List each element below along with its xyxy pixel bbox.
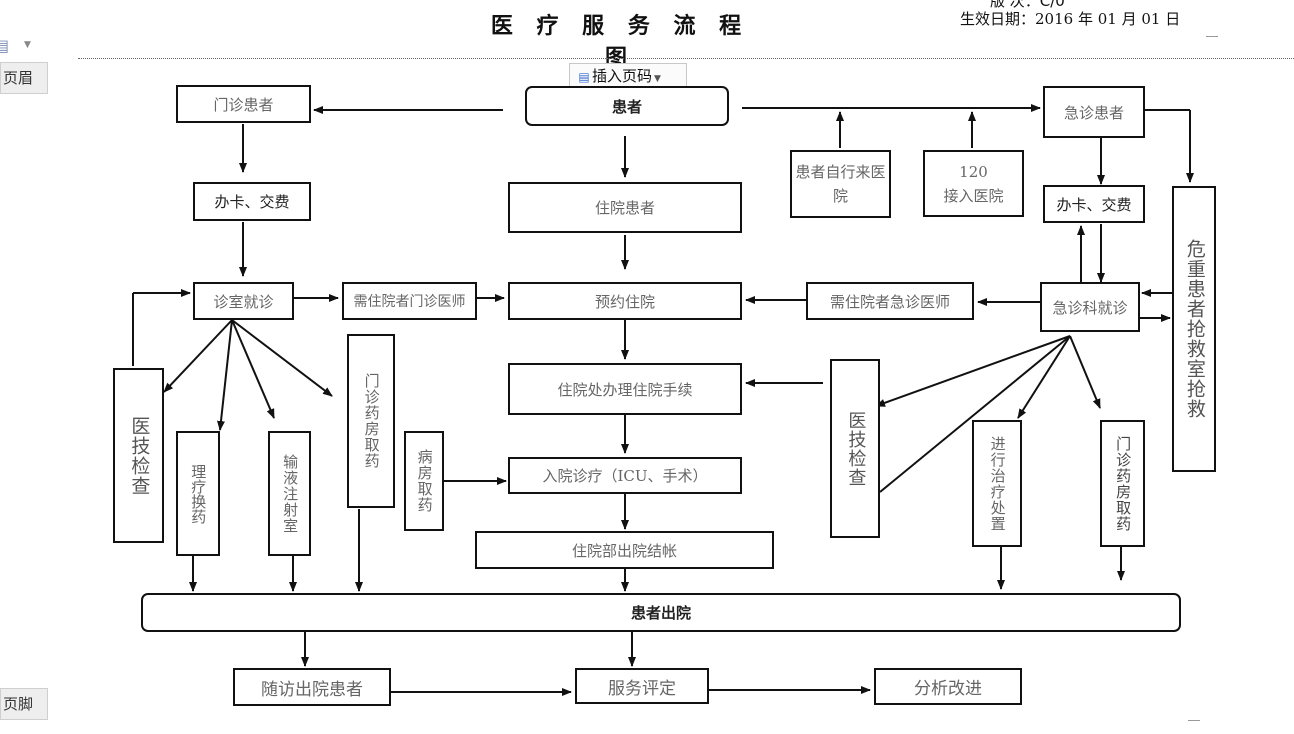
- arrow: [1017, 335, 1071, 419]
- arrow: [1069, 335, 1101, 409]
- chevron-down-icon: ▼: [654, 74, 661, 84]
- node-er-visit[interactable]: 急诊科就诊: [1040, 282, 1140, 332]
- arrow: [163, 319, 233, 393]
- node-treatment[interactable]: 进行治疗处置: [972, 420, 1022, 547]
- node-service-eval[interactable]: 服务评定: [575, 668, 709, 704]
- node-critical-rescue[interactable]: 危重患者抢救室抢救: [1172, 186, 1216, 472]
- node-infusion[interactable]: 输液注射室: [268, 431, 311, 556]
- node-physio[interactable]: 理疗换药: [176, 431, 220, 556]
- header-divider: [78, 58, 1294, 59]
- footer-tag[interactable]: 页脚: [0, 688, 48, 720]
- node-ward-pharmacy[interactable]: 病房取药: [404, 431, 444, 531]
- node-outpatient-pharmacy-right[interactable]: 门诊药房取药: [1100, 420, 1145, 547]
- node-emergency-patient[interactable]: 急诊患者: [1043, 86, 1145, 138]
- node-self-visit[interactable]: 患者自行来医院: [790, 150, 891, 218]
- node-medtech-right[interactable]: 医技检查: [830, 359, 880, 538]
- version-line: 版 次：C/0: [990, 0, 1065, 10]
- header-tag[interactable]: 页眉: [0, 62, 48, 94]
- node-er-doctor[interactable]: 需住院者急诊医师: [806, 282, 974, 320]
- node-discharge[interactable]: 患者出院: [141, 593, 1181, 632]
- insert-page-number-label: 插入页码: [592, 67, 653, 85]
- node-card-fee-right[interactable]: 办卡、交费: [1043, 185, 1145, 223]
- node-discharge-billing[interactable]: 住院部出院结帐: [475, 531, 774, 569]
- margin-mark: [1206, 36, 1218, 37]
- node-admission-office[interactable]: 住院处办理住院手续: [508, 363, 742, 415]
- node-outpatient-pharmacy-left[interactable]: 门诊药房取药: [347, 334, 395, 508]
- node-follow-up[interactable]: 随访出院患者: [233, 668, 391, 706]
- insert-page-number-button[interactable]: ▤插入页码▼: [569, 63, 687, 89]
- node-patient[interactable]: 患者: [525, 86, 729, 126]
- margin-mark: [1188, 720, 1200, 721]
- node-analysis[interactable]: 分析改进: [874, 668, 1022, 705]
- effective-date: 生效日期：2016 年 01 月 01 日: [960, 10, 1181, 28]
- arrow: [216, 319, 233, 431]
- node-card-fee-left[interactable]: 办卡、交费: [193, 182, 311, 221]
- chevron-down-icon[interactable]: ▼: [24, 40, 31, 50]
- arrow: [231, 319, 275, 419]
- node-inpatient[interactable]: 住院患者: [508, 182, 742, 233]
- document-icon[interactable]: ▤: [0, 36, 10, 55]
- page-number-icon: ▤: [578, 70, 590, 84]
- node-outpatient[interactable]: 门诊患者: [176, 85, 311, 123]
- node-medtech-left[interactable]: 医技检查: [113, 368, 164, 543]
- node-reserve-admission[interactable]: 预约住院: [508, 282, 742, 320]
- arrow: [875, 335, 1071, 407]
- arrow: [231, 319, 333, 397]
- node-admission-treatment[interactable]: 入院诊疗（ICU、手术）: [508, 457, 742, 494]
- node-clinic-visit[interactable]: 诊室就诊: [193, 282, 294, 320]
- node-ambulance[interactable]: 120 接入医院: [923, 150, 1024, 217]
- editor-left-gutter: ▤ ▼ 页眉 页脚: [0, 0, 78, 734]
- arrow: [879, 335, 1071, 493]
- node-outpatient-doctor[interactable]: 需住院者门诊医师: [342, 282, 477, 320]
